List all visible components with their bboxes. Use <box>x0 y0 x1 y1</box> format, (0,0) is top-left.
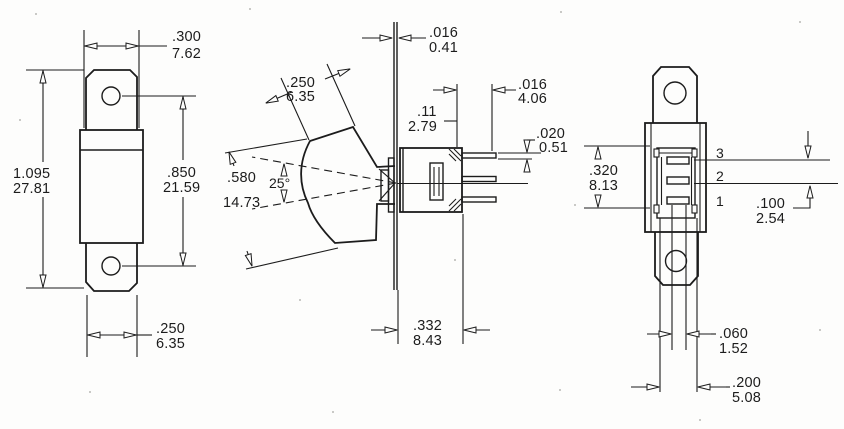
rear-block-corner-tabs <box>653 148 698 214</box>
dim-terminal-thickness: .020 0.51 <box>498 126 568 173</box>
arm-lower-line <box>378 182 396 202</box>
side-body-corner-hatch-top <box>448 148 462 162</box>
dim-rocker-length-in: .580 <box>227 170 256 186</box>
terminal-callouts: 3 2 1 <box>694 145 838 209</box>
side-view: .016 0.41 25° <box>223 22 568 349</box>
dim-lead-width: .060 1.52 <box>647 326 748 357</box>
dim-lead-width-mm: 1.52 <box>719 341 748 357</box>
side-terminal-3 <box>461 152 497 159</box>
terminal-label-2: 2 <box>716 168 724 184</box>
dim-terminal-thickness-mm: 0.51 <box>539 140 568 156</box>
dim-front-hole-span-mm: 21.59 <box>163 180 200 196</box>
dim-front-top-width-in: .300 <box>172 29 201 45</box>
dim-terminal-length-mm: 4.06 <box>518 91 547 107</box>
front-bottom-tab-outline <box>85 243 138 292</box>
arm-upper-line <box>378 168 396 184</box>
front-top-tab-outline <box>85 69 138 130</box>
rear-bottom-tab-outline <box>654 232 699 286</box>
front-view: .300 7.62 1.095 27.81 .850 21.59 <box>13 29 201 357</box>
dim-panel-thickness-in: .016 <box>429 25 458 41</box>
dim-front-bottom-width-in: .250 <box>156 321 185 337</box>
rear-bottom-hole <box>664 249 688 273</box>
dim-terminal-span: .320 8.13 <box>584 145 650 209</box>
dim-front-bottom-width-mm: 6.35 <box>156 336 185 352</box>
terminal-label-1: 1 <box>716 193 724 209</box>
terminal-label-3: 3 <box>716 145 724 161</box>
dim-terminal-length-in: .016 <box>518 77 547 93</box>
dim-rocker-thickness-mm: 6.35 <box>286 89 315 105</box>
dim-bushing-depth-in: .11 <box>417 104 437 120</box>
side-terminal-2 <box>461 175 497 183</box>
rear-terminal-slot-1 <box>666 196 690 205</box>
front-body-outline <box>79 129 144 244</box>
front-bottom-hole <box>101 256 121 276</box>
dim-terminal-length: .016 4.06 <box>492 77 547 107</box>
dim-terminal-pitch: .100 2.54 <box>756 131 814 227</box>
rear-lead-lines <box>659 205 698 392</box>
dim-front-hole-span-in: .850 <box>167 165 196 181</box>
dim-front-top-width: .300 7.62 <box>83 29 201 128</box>
dim-lead-span-in: .200 <box>732 375 761 391</box>
rear-top-tab-outline <box>652 66 698 123</box>
dim-front-overall-height-in: 1.095 <box>13 166 50 182</box>
rocker-paddle-outline <box>300 125 396 244</box>
dim-body-depth-mm: 8.43 <box>413 333 442 349</box>
dim-front-top-width-mm: 7.62 <box>172 46 201 62</box>
dim-front-hole-span: .850 21.59 <box>122 95 200 267</box>
dim-terminal-span-mm: 8.13 <box>589 178 618 194</box>
dim-rocker-angle-value: 25° <box>269 175 290 191</box>
dim-rocker-length: .580 14.73 <box>223 138 339 270</box>
front-top-hole <box>101 86 121 106</box>
dim-body-depth-in: .332 <box>413 318 442 334</box>
dim-panel-thickness-mm: 0.41 <box>429 40 458 56</box>
dim-rocker-angle: 25° <box>251 156 397 210</box>
dim-lead-span-mm: 5.08 <box>732 390 761 406</box>
dim-rocker-thickness: .250 6.35 <box>265 63 356 141</box>
side-body-corner-hatch-bottom <box>448 198 462 212</box>
rear-terminal-slot-3 <box>666 156 690 165</box>
dim-terminal-span-in: .320 <box>589 163 618 179</box>
side-terminal-1 <box>461 196 497 203</box>
contact-window-outer <box>429 162 444 201</box>
dim-terminal-pitch-in: .100 <box>756 196 785 212</box>
rear-top-hole <box>663 81 687 105</box>
dim-front-overall-height: 1.095 27.81 <box>13 69 84 289</box>
dim-terminal-thickness-in: .020 <box>536 126 565 142</box>
dim-body-depth: .332 8.43 <box>371 214 490 349</box>
dim-lead-width-in: .060 <box>719 326 748 342</box>
rear-body-outline <box>644 122 707 233</box>
dim-rocker-thickness-in: .250 <box>286 75 315 91</box>
dim-bushing-depth-mm: 2.79 <box>408 119 437 135</box>
dim-bushing-depth: .11 2.79 <box>408 84 493 151</box>
dim-panel-thickness: .016 0.41 <box>362 25 458 56</box>
dim-terminal-pitch-mm: 2.54 <box>756 211 785 227</box>
dim-front-overall-height-mm: 27.81 <box>13 181 50 197</box>
rear-terminal-slot-2 <box>666 176 690 185</box>
dim-rocker-length-mm: 14.73 <box>223 195 260 211</box>
dim-front-bottom-width: .250 6.35 <box>86 295 185 357</box>
rear-view: 3 2 1 .100 2.54 .320 8.13 .060 1.52 <box>584 66 838 406</box>
dim-lead-span: .200 5.08 <box>631 375 761 406</box>
